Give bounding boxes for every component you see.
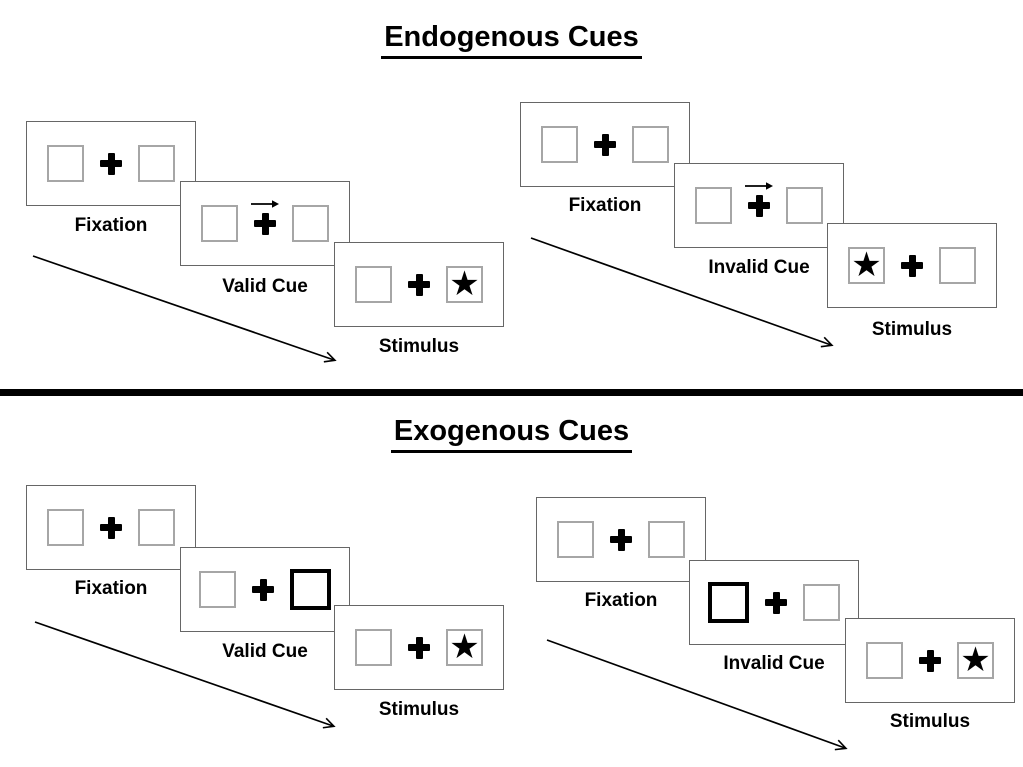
- exogenous-section-title: Exogenous Cues: [0, 415, 1023, 453]
- plus-icon: [919, 649, 941, 672]
- timeline-arrow: [32, 255, 337, 363]
- highlighted-cue-box: [290, 569, 331, 610]
- plus-icon: [100, 516, 122, 539]
- plus-icon: [408, 636, 430, 659]
- placeholder-box: [138, 145, 175, 182]
- placeholder-box: [632, 126, 669, 163]
- fixation-cross-icon: [408, 273, 430, 296]
- placeholder-box: [201, 205, 238, 242]
- plus-icon: [901, 254, 923, 277]
- invalid-cue-label: Invalid Cue: [708, 257, 810, 278]
- placeholder-box: [355, 266, 392, 303]
- exo-invalid-fixation-screen: [536, 497, 706, 582]
- fixation-label: Fixation: [74, 578, 148, 599]
- stimulus-label: Stimulus: [871, 319, 953, 340]
- fixation-cross-icon: [919, 649, 941, 672]
- highlighted-cue-box: [708, 582, 749, 623]
- endogenous-section-title: Endogenous Cues: [0, 21, 1023, 59]
- star-icon: ★: [449, 263, 480, 304]
- fixation-cross-icon: [594, 133, 616, 156]
- cue-arrow-right-icon: [745, 181, 773, 190]
- stimulus-label: Stimulus: [378, 336, 460, 357]
- exo-invalid-stimulus-screen: ★: [845, 618, 1015, 703]
- fixation-label: Fixation: [584, 590, 658, 611]
- fixation-cross-icon: [765, 591, 787, 614]
- target-box: ★: [446, 629, 483, 666]
- placeholder-box: [866, 642, 903, 679]
- stimulus-label: Stimulus: [378, 699, 460, 720]
- plus-icon: [748, 194, 770, 217]
- fixation-cross-icon: [100, 516, 122, 539]
- exo-invalid-cue-screen: [689, 560, 859, 645]
- target-box: ★: [446, 266, 483, 303]
- endo-valid-cue-screen: [180, 181, 350, 266]
- placeholder-box: [47, 145, 84, 182]
- fixation-cross-icon: [252, 578, 274, 601]
- placeholder-box: [939, 247, 976, 284]
- plus-icon: [408, 273, 430, 296]
- placeholder-box: [695, 187, 732, 224]
- fixation-cross-icon: [610, 528, 632, 551]
- valid-cue-label: Valid Cue: [222, 641, 308, 662]
- target-box: ★: [848, 247, 885, 284]
- plus-icon: [254, 212, 276, 235]
- placeholder-box: [557, 521, 594, 558]
- timeline-arrow: [530, 237, 834, 348]
- fixation-cross-icon: [901, 254, 923, 277]
- fixation-cross-icon: [408, 636, 430, 659]
- exo-valid-cue-screen: [180, 547, 350, 632]
- plus-icon: [594, 133, 616, 156]
- placeholder-box: [47, 509, 84, 546]
- cue-arrow-right-icon: [251, 199, 279, 208]
- fixation-label: Fixation: [74, 215, 148, 236]
- exo-valid-fixation-screen: [26, 485, 196, 570]
- star-icon: ★: [960, 639, 991, 680]
- section-divider: [0, 389, 1023, 396]
- placeholder-box: [541, 126, 578, 163]
- star-icon: ★: [851, 244, 882, 285]
- star-icon: ★: [449, 626, 480, 667]
- target-box: ★: [957, 642, 994, 679]
- fixation-cross-icon: [100, 152, 122, 175]
- placeholder-box: [648, 521, 685, 558]
- endo-invalid-fixation-screen: [520, 102, 690, 187]
- stimulus-label: Stimulus: [889, 711, 971, 732]
- invalid-cue-label: Invalid Cue: [723, 653, 825, 674]
- endo-invalid-cue-screen: [674, 163, 844, 248]
- plus-icon: [610, 528, 632, 551]
- endogenous-title-text: Endogenous Cues: [381, 21, 642, 59]
- fixation-cross-icon: [251, 199, 279, 235]
- valid-cue-label: Valid Cue: [222, 276, 308, 297]
- placeholder-box: [292, 205, 329, 242]
- plus-icon: [765, 591, 787, 614]
- placeholder-box: [786, 187, 823, 224]
- fixation-label: Fixation: [568, 195, 642, 216]
- timeline-arrow: [546, 639, 848, 751]
- exo-valid-stimulus-screen: ★: [334, 605, 504, 690]
- endo-valid-stimulus-screen: ★: [334, 242, 504, 327]
- plus-icon: [100, 152, 122, 175]
- placeholder-box: [199, 571, 236, 608]
- placeholder-box: [138, 509, 175, 546]
- endo-valid-fixation-screen: [26, 121, 196, 206]
- plus-icon: [252, 578, 274, 601]
- timeline-arrow: [34, 621, 336, 729]
- exogenous-title-text: Exogenous Cues: [390, 415, 633, 453]
- endo-invalid-stimulus-screen: ★: [827, 223, 997, 308]
- fixation-cross-icon: [745, 181, 773, 217]
- placeholder-box: [803, 584, 840, 621]
- placeholder-box: [355, 629, 392, 666]
